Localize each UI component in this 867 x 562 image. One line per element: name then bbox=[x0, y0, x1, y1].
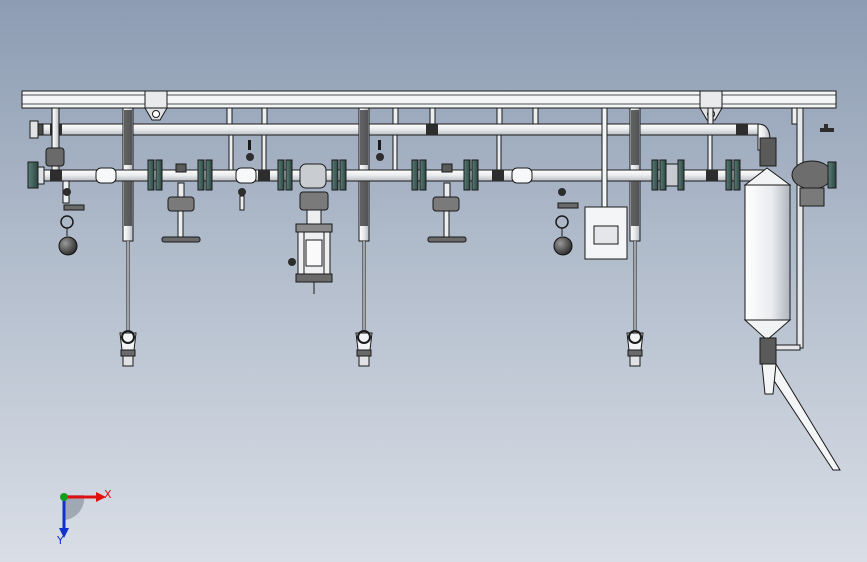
drop-leg-2 bbox=[355, 107, 373, 367]
beam-bracket-left bbox=[144, 90, 168, 121]
control-valve-actuator bbox=[277, 159, 347, 294]
upper-header-pipe bbox=[29, 120, 771, 151]
flanged-spool bbox=[651, 159, 741, 191]
drop-leg-3 bbox=[626, 107, 644, 367]
junction-box bbox=[584, 107, 628, 260]
y-axis-point bbox=[60, 493, 68, 501]
y-axis-label: Y bbox=[56, 534, 64, 547]
instrument-taps bbox=[238, 140, 579, 256]
drop-leg-1 bbox=[119, 107, 137, 367]
separator-vessel bbox=[743, 107, 841, 471]
coordinate-triad: X Y bbox=[56, 488, 112, 547]
z-axis-arrowhead bbox=[59, 528, 69, 538]
left-riser bbox=[45, 107, 85, 256]
handwheel-valve-2 bbox=[411, 159, 479, 243]
hanger-rods bbox=[226, 107, 798, 171]
x-axis-label: X bbox=[104, 488, 112, 501]
x-axis-arrowhead bbox=[96, 492, 106, 502]
top-right-fitting bbox=[820, 124, 834, 132]
handwheel-valve-1 bbox=[147, 159, 213, 243]
